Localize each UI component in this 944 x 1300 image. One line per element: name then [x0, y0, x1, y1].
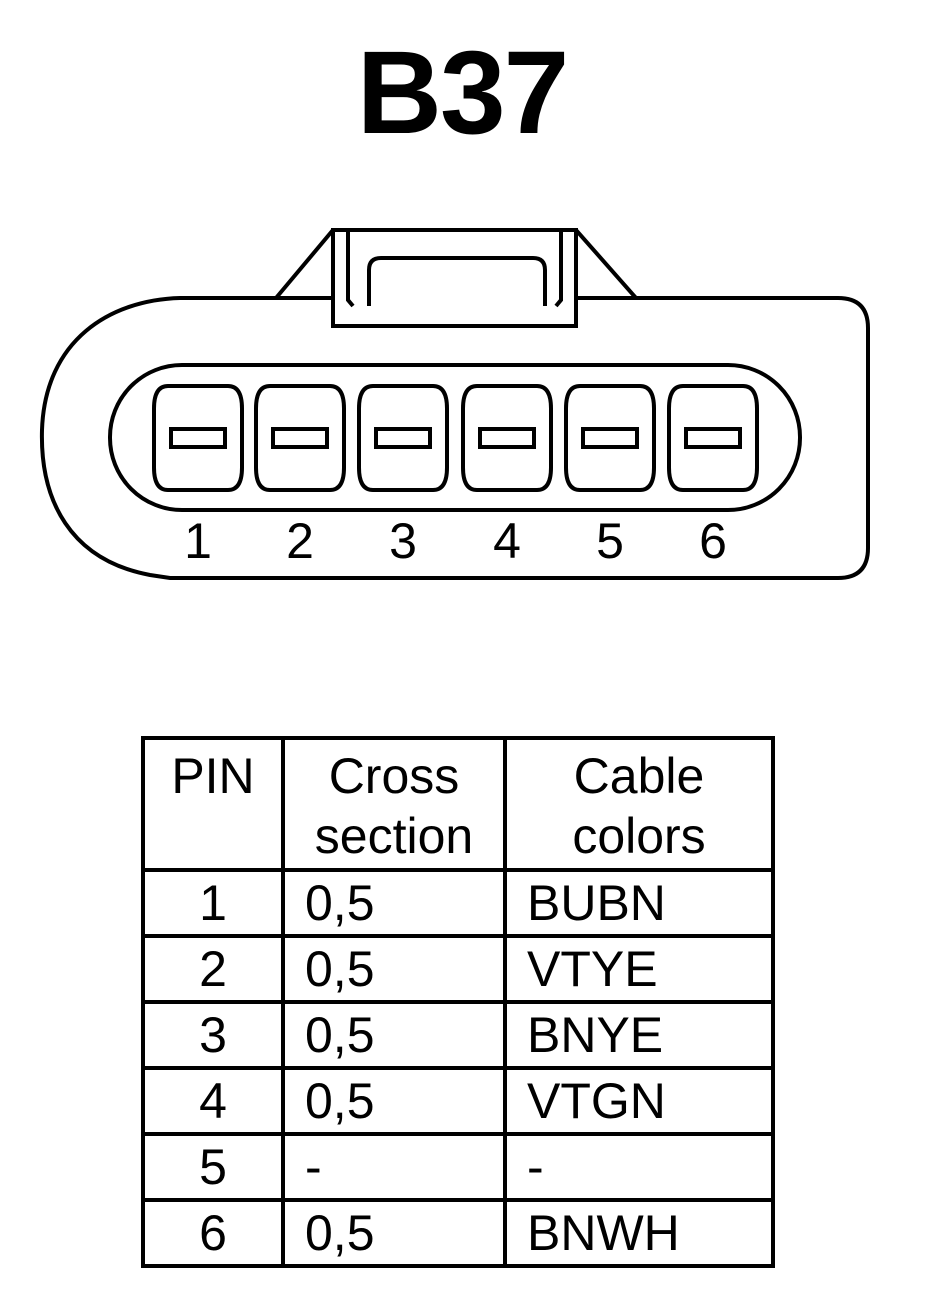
table-row: 4 0,5 VTGN — [141, 1066, 775, 1136]
latch-window — [367, 256, 547, 306]
pin-group — [152, 384, 759, 492]
table-row: 1 0,5 BUBN — [141, 868, 775, 938]
cell-cable-colors: - — [503, 1132, 775, 1202]
cell-cross-section: - — [281, 1132, 507, 1202]
pin-cavity-frame — [108, 363, 802, 512]
latch-body — [331, 228, 578, 328]
latch-inner-right — [554, 232, 563, 308]
pin-number-label: 5 — [596, 513, 624, 569]
pin-slot — [684, 427, 742, 449]
header-cable-colors: Cable colors — [503, 736, 775, 872]
connector-title: B37 — [356, 27, 569, 159]
pin-slot — [169, 427, 227, 449]
pin-number-label: 6 — [699, 513, 727, 569]
cell-cable-colors: BNYE — [503, 1000, 775, 1070]
header-cross-section: Cross section — [281, 736, 507, 872]
cell-cross-section: 0,5 — [281, 1000, 507, 1070]
pin-slot — [581, 427, 639, 449]
cell-pin: 2 — [141, 934, 285, 1004]
cell-cable-colors: VTGN — [503, 1066, 775, 1136]
table-row: 3 0,5 BNYE — [141, 1000, 775, 1070]
pin-assignment-table: PIN Cross section Cable colors 1 0,5 BUB… — [141, 736, 775, 1268]
header-pin: PIN — [141, 736, 285, 872]
pin-slot — [374, 427, 432, 449]
pin-slot — [271, 427, 329, 449]
connector-pin — [357, 384, 449, 492]
pin-number-label: 1 — [184, 513, 212, 569]
cell-cable-colors: BNWH — [503, 1198, 775, 1268]
cell-cross-section: 0,5 — [281, 868, 507, 938]
pin-number-label: 3 — [389, 513, 417, 569]
table-row: 5 - - — [141, 1132, 775, 1202]
connector-pin — [461, 384, 553, 492]
latch-inner-left — [346, 232, 355, 308]
table-row: 2 0,5 VTYE — [141, 934, 775, 1004]
cell-cross-section: 0,5 — [281, 1066, 507, 1136]
cell-cross-section: 0,5 — [281, 934, 507, 1004]
pin-number-label: 4 — [493, 513, 521, 569]
connector-pin — [152, 384, 244, 492]
connector-drawing: 1 2 3 4 5 6 — [39, 228, 870, 580]
cell-cable-colors: VTYE — [503, 934, 775, 1004]
connector-housing — [39, 296, 870, 580]
pin-number-labels: 1 2 3 4 5 6 — [184, 513, 727, 569]
connector-pin — [254, 384, 346, 492]
connector-pin — [667, 384, 759, 492]
cell-pin: 1 — [141, 868, 285, 938]
cell-cable-colors: BUBN — [503, 868, 775, 938]
pin-slot — [478, 427, 536, 449]
connector-pin — [564, 384, 656, 492]
table-row: 6 0,5 BNWH — [141, 1198, 775, 1268]
cell-pin: 3 — [141, 1000, 285, 1070]
pin-number-label: 2 — [286, 513, 314, 569]
cell-pin: 5 — [141, 1132, 285, 1202]
table-header-row: PIN Cross section Cable colors — [141, 736, 775, 872]
cell-pin: 4 — [141, 1066, 285, 1136]
cell-cross-section: 0,5 — [281, 1198, 507, 1268]
cell-pin: 6 — [141, 1198, 285, 1268]
